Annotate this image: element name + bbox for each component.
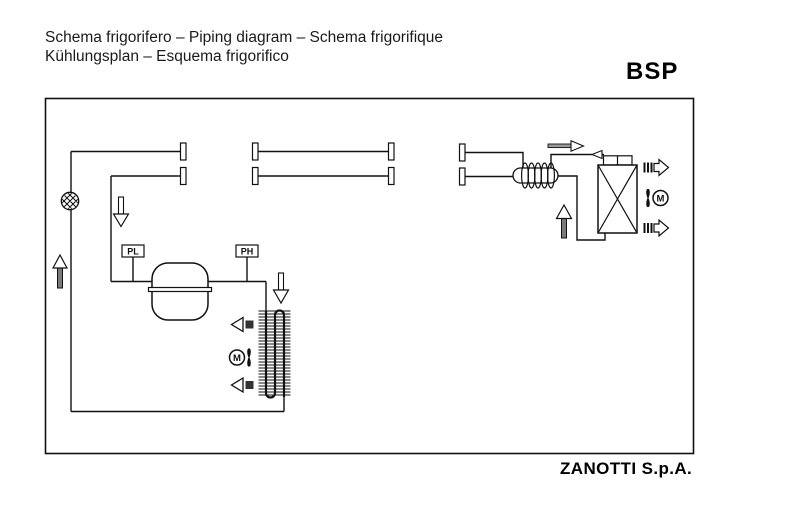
connection-pipes	[258, 150, 389, 177]
high-pressure-switch: PH	[235, 244, 259, 258]
page-title: Schema frigorifero – Piping diagram – Sc…	[45, 29, 444, 46]
company-name: ZANOTTI S.p.A.	[560, 459, 693, 478]
flow-arrow-down-discharge	[272, 272, 290, 305]
evaporating-unit-section: M	[465, 139, 670, 241]
flange-icon	[387, 142, 395, 161]
condenser-fan-motor-label: M	[233, 353, 241, 364]
compressor-icon	[147, 262, 213, 321]
low-pressure-switch: PL	[121, 244, 145, 258]
flow-arrow-up-liquid	[51, 253, 69, 289]
coil-tube	[264, 309, 286, 399]
airflow-arrow-left-bottom	[230, 376, 254, 394]
airflow-arrow-right-top	[643, 158, 670, 177]
flange-icon	[251, 142, 259, 161]
low-pressure-switch-label: PL	[127, 247, 139, 257]
flange-icon	[179, 142, 187, 161]
flange-icon	[458, 143, 466, 162]
crossed-box-evaporator-icon	[597, 155, 638, 234]
fan-blades-icon	[646, 188, 650, 208]
flow-arrow-right	[547, 139, 585, 153]
flow-arrow-down-suction	[112, 196, 130, 228]
flow-arrowhead-left	[590, 149, 603, 160]
airflow-arrow-right-bottom	[643, 218, 670, 238]
flow-arrow-up-right	[555, 203, 573, 239]
finned-coil-icon	[258, 309, 291, 399]
refrigerant-pipes-right	[465, 151, 606, 241]
motor-circle	[652, 189, 669, 207]
motor-circle	[228, 349, 246, 366]
fan-blades-icon	[247, 348, 251, 367]
model-code: BSP	[626, 58, 679, 85]
refrigerant-pipes-left	[70, 150, 285, 413]
airflow-arrow-left-top	[230, 316, 254, 333]
page-title-block: Schema frigorifero – Piping diagram – Sc…	[45, 28, 443, 66]
evaporator-fan-motor-label: M	[657, 194, 665, 205]
page-subtitle: Kühlungsplan – Esquema frigorifico	[45, 48, 289, 65]
condenser-fan-motor: M	[228, 348, 251, 367]
condensing-unit-section: PL PH M	[51, 150, 291, 413]
flange-icon	[179, 166, 187, 186]
high-pressure-switch-label: PH	[241, 247, 254, 257]
flange-icon	[251, 166, 259, 186]
flange-icon	[458, 167, 466, 186]
coil-heat-exchanger-icon	[512, 162, 559, 189]
flange-icon	[387, 166, 395, 186]
filter-drier-icon	[60, 191, 80, 211]
evaporator-fan-motor: M	[646, 188, 669, 208]
